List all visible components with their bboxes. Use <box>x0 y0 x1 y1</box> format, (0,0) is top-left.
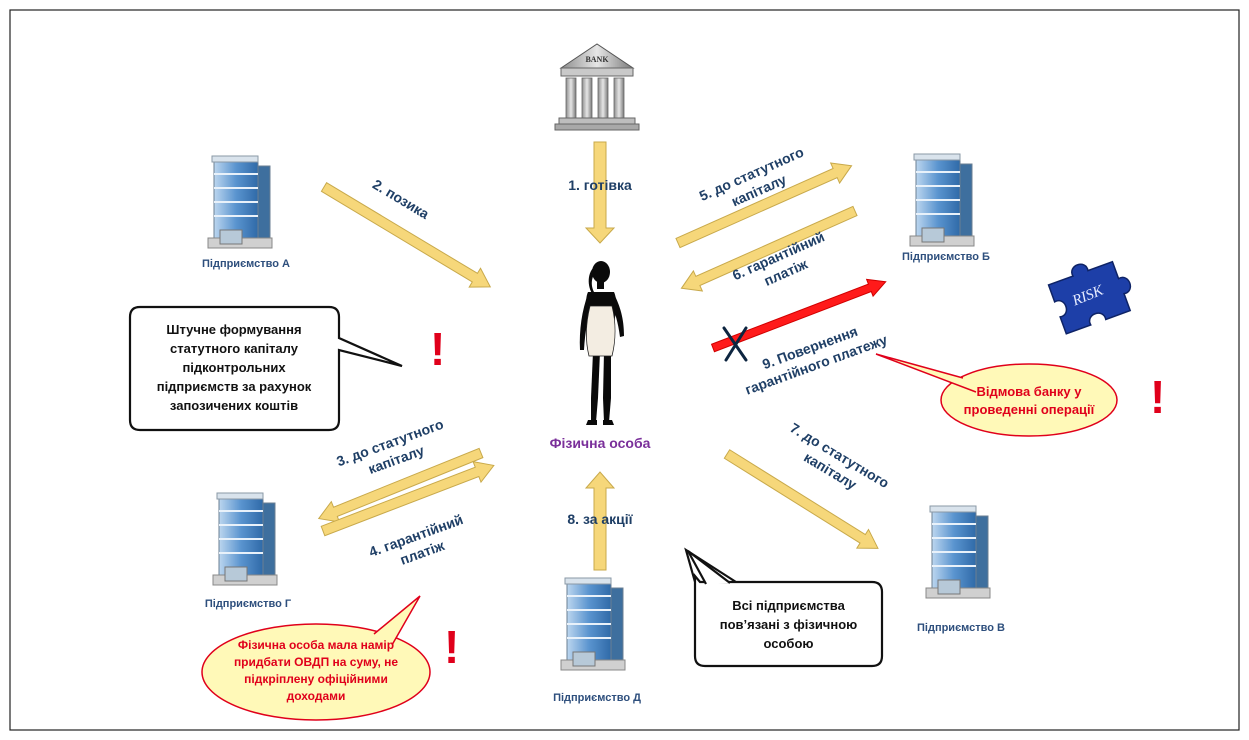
flow-arrows <box>317 141 879 571</box>
callout-linked-shape <box>684 547 884 668</box>
callout-bank-refusal-line2: проведенні операції <box>963 402 1095 417</box>
flow-arrow-5 <box>675 162 853 249</box>
building-a-icon <box>207 155 273 249</box>
flow-label-8: 8. за акції <box>552 510 648 528</box>
callout-ovdp-line4: доходами <box>286 689 346 703</box>
callout-capital-line3: підконтрольних <box>182 360 286 375</box>
callout-linked-tail <box>687 550 731 585</box>
flow-arrow-4 <box>320 460 495 537</box>
person-label: Фізична особа <box>549 435 651 451</box>
callout-bank-refusal-shape <box>940 363 1118 437</box>
callout-linked-line3: особою <box>763 636 814 651</box>
callout-linked-line1: Всі підприємства <box>732 598 845 613</box>
warning-exclamation-icon: ! <box>1150 371 1166 423</box>
diagram-border <box>9 9 1240 731</box>
callout-capital-line1: Штучне формування <box>166 322 302 337</box>
callout-bank-refusal-text: Відмова банку у проведенні операції <box>944 383 1114 419</box>
callout-ovdp-tail <box>373 595 421 646</box>
warning-exclamation-icon: ! <box>444 621 460 673</box>
callout-ovdp-line2: придбати ОВДП на суму, не <box>233 655 399 669</box>
building-v-icon <box>925 505 991 599</box>
blocked-cross-icon <box>722 326 748 362</box>
flow-arrow-1 <box>584 141 616 244</box>
callout-capital-shape <box>128 305 403 432</box>
callout-linked-text: Всі підприємства пов’язані з фізичною ос… <box>697 596 880 653</box>
callout-capital-line5: запозичених коштів <box>169 398 299 413</box>
flow-arrow-9-blocked <box>710 278 887 353</box>
callout-ovdp-shape <box>201 623 431 721</box>
callout-ovdp-line1: Фізична особа мала намір <box>237 638 395 652</box>
bank-word: BANK <box>585 55 609 64</box>
puzzle-piece-icon <box>1047 260 1132 335</box>
flow-arrow-8 <box>584 471 616 571</box>
company-a-label: Підприємство А <box>202 258 290 270</box>
callout-ovdp-line3: підкріплену офіційними <box>244 672 388 686</box>
dress <box>586 305 616 357</box>
flow-arrow-2 <box>320 182 492 288</box>
callout-ovdp-text: Фізична особа мала намір придбати ОВДП н… <box>206 637 426 705</box>
company-v-label: Підприємство В <box>917 622 1005 634</box>
bank-icon <box>554 43 640 131</box>
callout-bank-refusal-tail <box>875 353 977 393</box>
flow-arrow-3 <box>317 447 484 523</box>
company-b-label: Підприємство Б <box>902 251 990 263</box>
building-b-icon <box>909 153 975 247</box>
callout-capital-line2: статутного капіталу <box>170 341 298 356</box>
building-g-icon <box>212 492 278 586</box>
callout-bank-refusal-line1: Відмова банку у <box>976 384 1082 399</box>
flow-arrow-7 <box>723 449 879 549</box>
flow-label-8-line: 8. за акції <box>567 511 633 527</box>
warning-exclamation-icon: ! <box>430 323 446 375</box>
building-d-icon <box>560 577 626 671</box>
callout-capital-line4: підприємств за рахунок <box>156 379 312 394</box>
company-g-label: Підприємство Г <box>204 598 292 610</box>
flow-label-1-line: 1. готівка <box>568 177 632 193</box>
flow-label-1: 1. готівка <box>552 176 648 194</box>
company-d-label: Підприємство Д <box>553 692 641 704</box>
callout-linked-line2: пов’язані з фізичною <box>719 617 858 632</box>
callout-capital-text: Штучне формування статутного капіталу пі… <box>132 320 336 415</box>
flow-arrow-6 <box>680 205 858 292</box>
